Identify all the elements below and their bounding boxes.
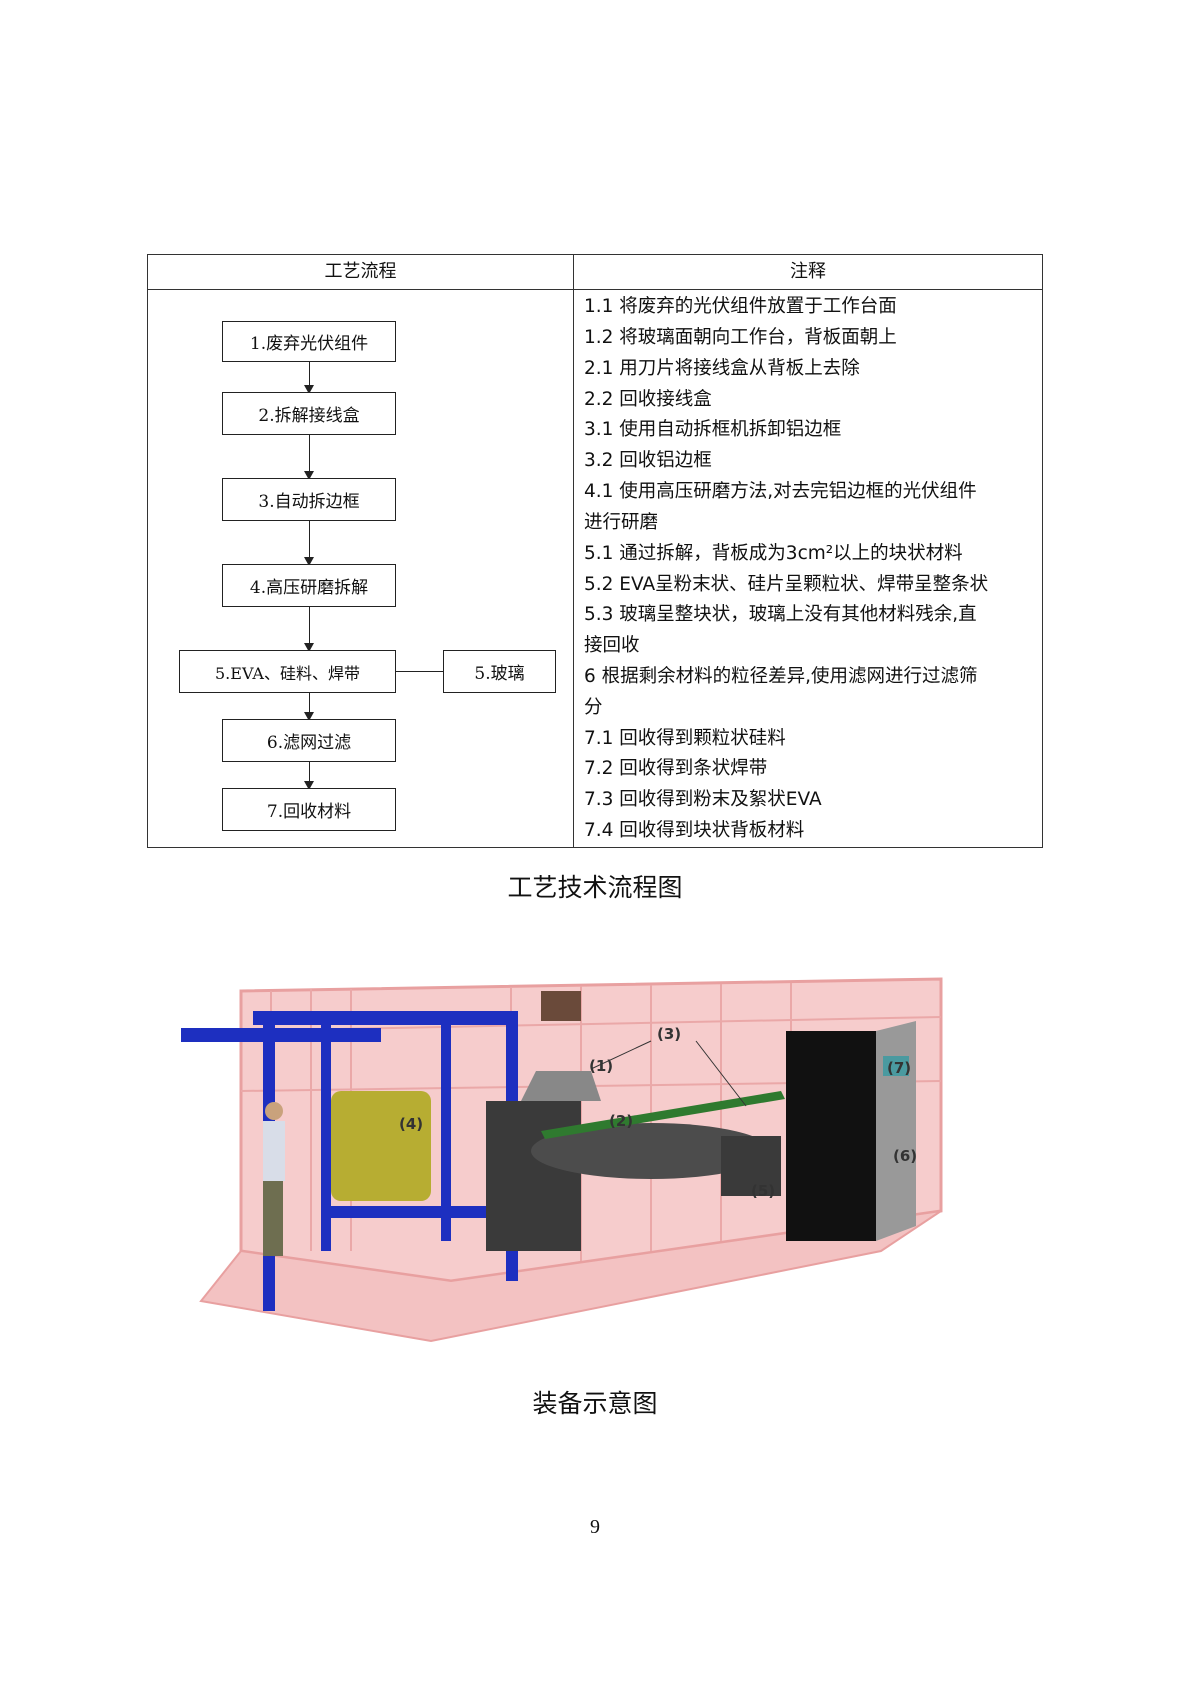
flow-step-1: 1.废弃光伏组件 — [222, 321, 396, 362]
label-1: (1) — [589, 1057, 613, 1075]
leader-line — [590, 1040, 652, 1070]
note-line: 7.3 回收得到粉末及絮状EVA — [584, 789, 822, 810]
label-7: (7) — [887, 1059, 911, 1077]
header-divider — [148, 289, 1042, 290]
header-notes: 注释 — [790, 261, 826, 282]
note-line: 2.1 用刀片将接线盒从背板上去除 — [584, 358, 860, 379]
hopper — [331, 1091, 431, 1201]
flow-caption: 工艺技术流程图 — [507, 873, 683, 902]
flow-arrow — [304, 435, 314, 480]
note-line: 进行研磨 — [584, 512, 659, 533]
note-line: 分 — [584, 697, 603, 718]
note-line: 7.1 回收得到颗粒状硅料 — [584, 728, 786, 749]
flow-arrow — [304, 693, 314, 721]
note-line: 1.1 将废弃的光伏组件放置于工作台面 — [584, 296, 897, 317]
conveyor-belt — [541, 1091, 785, 1139]
exhaust-duct — [541, 991, 581, 1021]
note-line: 5.3 玻璃呈整块状，玻璃上没有其他材料残余,直 — [584, 604, 977, 625]
note-line: 2.2 回收接线盒 — [584, 389, 712, 410]
note-line: 1.2 将玻璃面朝向工作台，背板面朝上 — [584, 327, 897, 348]
label-5: (5) — [751, 1182, 775, 1200]
flow-step-5: 5.EVA、硅料、焊带 — [179, 650, 396, 693]
label-4: (4) — [399, 1115, 423, 1133]
note-line: 5.1 通过拆解，背板成为3cm²以上的块状材料 — [584, 543, 963, 564]
equipment-illustration: (1) (2) (3) (4) (5) (6) (7) — [181, 977, 943, 1343]
flow-arrow — [304, 607, 314, 652]
note-line: 接回收 — [584, 635, 640, 656]
worker-figure — [263, 1102, 285, 1256]
flow-step-7: 7.回收材料 — [222, 788, 396, 831]
conveyor-loop — [531, 1123, 771, 1179]
equipment-caption: 装备示意图 — [532, 1389, 658, 1418]
connector-line — [396, 671, 443, 672]
flow-step-3: 3.自动拆边框 — [222, 478, 396, 521]
flow-arrow — [304, 762, 314, 790]
leader-line — [695, 1040, 747, 1107]
note-line: 6 根据剩余材料的粒径差异,使用滤网进行过滤筛 — [584, 666, 978, 687]
container-floor — [199, 1210, 942, 1343]
note-line: 7.2 回收得到条状焊带 — [584, 758, 768, 779]
grinder — [486, 1101, 581, 1251]
note-line: 3.1 使用自动拆框机拆卸铝边框 — [584, 419, 842, 440]
flow-step-4: 4.高压研磨拆解 — [222, 564, 396, 607]
cabinet-side — [876, 1021, 916, 1241]
flow-step-6: 6.滤网过滤 — [222, 719, 396, 762]
process-table: 工艺流程 注释 1.废弃光伏组件 2.拆解接线盒 3.自动拆边框 4.高压研磨拆… — [147, 254, 1043, 848]
exhaust-hood — [521, 1071, 601, 1101]
control-screen — [883, 1056, 909, 1076]
flow-arrow — [304, 521, 314, 566]
flow-arrow — [304, 362, 314, 394]
control-cabinet — [786, 1031, 876, 1241]
column-divider — [573, 255, 574, 847]
note-line: 4.1 使用高压研磨方法,对去完铝边框的光伏组件 — [584, 481, 977, 502]
label-2: (2) — [609, 1112, 633, 1130]
note-line: 3.2 回收铝边框 — [584, 450, 712, 471]
note-line: 5.2 EVA呈粉末状、硅片呈颗粒状、焊带呈整条状 — [584, 574, 989, 595]
label-6: (6) — [893, 1147, 917, 1165]
label-3: (3) — [657, 1025, 681, 1043]
page-number: 9 — [590, 1516, 600, 1538]
collection-bin — [721, 1136, 781, 1196]
header-process: 工艺流程 — [324, 261, 397, 282]
flow-step-glass: 5.玻璃 — [443, 650, 556, 693]
flow-step-2: 2.拆解接线盒 — [222, 392, 396, 435]
note-line: 7.4 回收得到块状背板材料 — [584, 820, 805, 841]
